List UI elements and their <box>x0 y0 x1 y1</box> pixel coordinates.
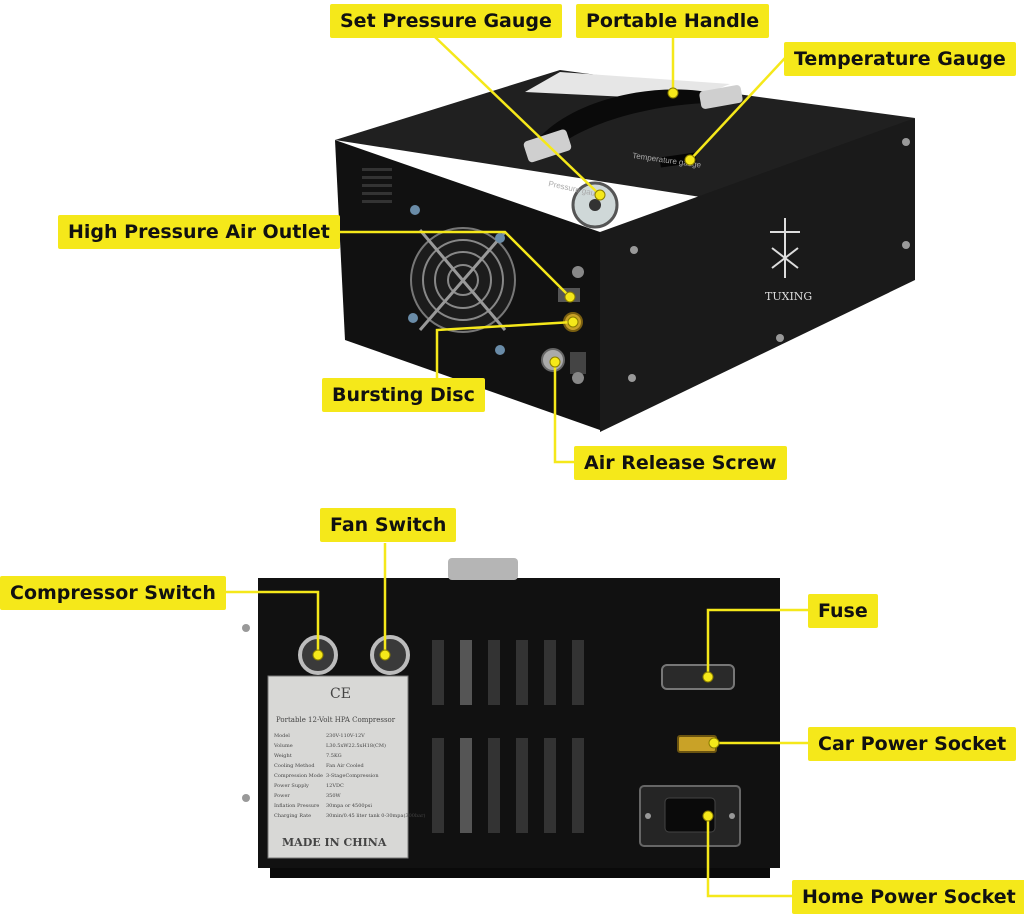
callout-temperature-gauge: Temperature Gauge <box>784 42 1016 76</box>
cooling-fan <box>408 205 516 355</box>
nameplate-key: Compression Mode <box>274 773 323 779</box>
nameplate-key: Weight <box>274 753 292 759</box>
made-in-text: MADE IN CHINA <box>282 836 387 849</box>
fuse-holder <box>661 664 735 690</box>
nameplate-value: 3-StageCompression <box>326 773 379 779</box>
callout-car-power-socket: Car Power Socket <box>808 727 1017 761</box>
pressure-gauge-center <box>589 199 601 211</box>
callout-compressor-switch: Compressor Switch <box>0 576 226 610</box>
ce-mark: CE <box>330 686 351 702</box>
callout-fuse: Fuse <box>808 594 878 628</box>
nameplate-value: Fan Air Cooled <box>326 763 365 769</box>
nameplate-value: 12VDC <box>326 783 344 789</box>
nameplate-key: Power Supply <box>274 783 309 789</box>
vent-grille <box>362 168 392 203</box>
nameplate-value: 350W <box>326 793 342 799</box>
nameplate-key: Charging Rate <box>274 813 311 819</box>
side-face <box>600 118 915 432</box>
nameplate-value: 7.5KG <box>326 753 342 759</box>
callout-home-power-socket: Home Power Socket <box>792 880 1024 914</box>
back-vents <box>432 640 584 833</box>
callout-air-release-screw: Air Release Screw <box>574 446 787 480</box>
nameplate-key: Volume <box>273 743 293 749</box>
compressor-front-view: Pressure gauge Temperature gauge <box>335 70 915 432</box>
callout-portable-handle: Portable Handle <box>576 4 770 38</box>
brand-logo <box>770 218 800 278</box>
callout-fan-switch: Fan Switch <box>320 508 457 542</box>
nameplate-value: 230V-110V-12V <box>326 733 365 739</box>
callout-high-pressure-air-outlet: High Pressure Air Outlet <box>58 215 340 249</box>
nameplate-rows: Model 230V-110V-12V Volume L30.5xW22.5xH… <box>273 733 426 819</box>
callout-set-pressure-gauge: Set Pressure Gauge <box>330 4 562 38</box>
nameplate-key: Inflation Pressure <box>274 803 319 809</box>
nameplate-key: Model <box>274 733 290 739</box>
nameplate-value: 30mpa or 4500psi <box>326 803 372 809</box>
top-surface <box>335 70 915 200</box>
compressor-back-view: CE Portable 12-Volt HPA Compressor Model… <box>242 558 780 878</box>
nameplate <box>267 675 409 859</box>
brand-text: TUXING <box>765 290 812 303</box>
leader-lines <box>226 36 808 898</box>
nameplate-value: L30.5xW22.5xH18(CM) <box>326 742 386 749</box>
handle-top <box>448 558 518 580</box>
nameplate-title: Portable 12-Volt HPA Compressor <box>276 716 396 724</box>
nameplate-key: Power <box>274 793 290 799</box>
base-lip <box>270 868 770 878</box>
callout-bursting-disc: Bursting Disc <box>322 378 485 412</box>
nameplate-key: Cooling Method <box>274 763 315 769</box>
nameplate-value: 30min/0.45 liter tank 0-30mpa(300bar) <box>326 812 426 819</box>
handle-clip-right <box>699 85 743 109</box>
